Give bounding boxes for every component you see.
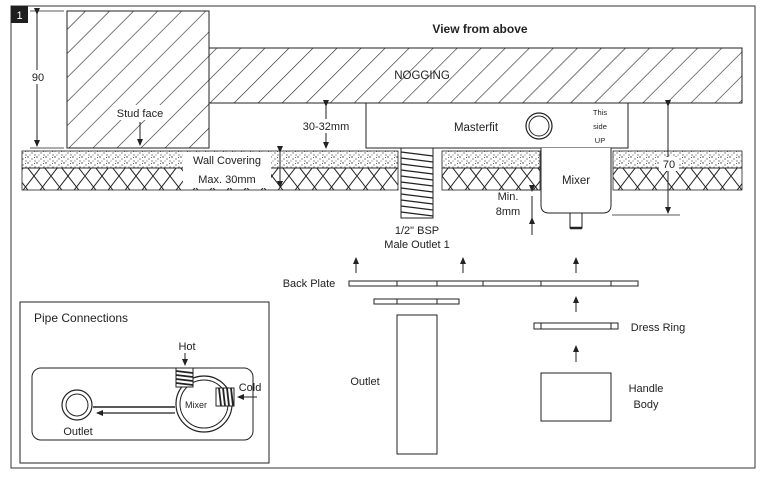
- cold-thread: [215, 387, 235, 407]
- side-label: side: [593, 122, 607, 131]
- figure-number: 1: [16, 10, 22, 22]
- masterfit-port-outer: [525, 112, 553, 140]
- nogging-block: [208, 47, 743, 104]
- body-label: Body: [633, 399, 659, 411]
- hot-label: Hot: [178, 341, 195, 353]
- wall-covering: [21, 150, 743, 191]
- figure-number-badge: 1: [11, 6, 28, 23]
- mixer-spindle: [569, 212, 583, 229]
- dim-90-label: 90: [32, 72, 44, 84]
- view-title: View from above: [432, 22, 527, 36]
- masterfit-port-inner: [528, 115, 550, 137]
- min-label: Min.: [498, 191, 519, 203]
- dress-ring: [533, 322, 619, 330]
- bsp-label: 1/2" BSP: [395, 225, 439, 237]
- handle-label: Handle: [629, 383, 664, 395]
- dim-70-label: 70: [663, 159, 675, 171]
- outlet-body: [396, 314, 438, 455]
- pc-mixer-label: Mixer: [185, 400, 207, 410]
- pipe-connections-title: Pipe Connections: [34, 311, 128, 325]
- back-plate-label: Back Plate: [283, 278, 336, 290]
- min-8mm-label: 8mm: [496, 206, 520, 218]
- pc-outlet-label: Outlet: [63, 426, 92, 438]
- threaded-outlet: [400, 147, 434, 219]
- mixer-label: Mixer: [562, 175, 590, 187]
- stud-label-bg: [113, 105, 167, 120]
- male-outlet-label: Male Outlet 1: [384, 239, 449, 251]
- outer-frame: [10, 5, 756, 469]
- hot-thread: [175, 367, 194, 388]
- stud-block: [66, 10, 210, 149]
- back-plate: [348, 280, 639, 287]
- cold-label: Cold: [239, 382, 262, 394]
- max-30mm-label: Max. 30mm: [198, 174, 255, 186]
- nogging-label: NOGGING: [394, 70, 450, 82]
- up-label: UP: [595, 136, 605, 145]
- outlet-plate: [373, 298, 460, 305]
- outlet-label: Outlet: [350, 376, 379, 388]
- stud-face-label: Stud face: [117, 108, 163, 120]
- masterfit-label: Masterfit: [454, 122, 499, 134]
- dress-ring-label: Dress Ring: [631, 322, 685, 334]
- dim-30-32-label: 30-32mm: [303, 121, 349, 133]
- masterfit-body: [365, 102, 629, 149]
- wall-covering-label: Wall Covering: [193, 155, 261, 167]
- handle-body: [540, 372, 612, 422]
- outlet-port-inner: [65, 393, 89, 417]
- this-label: This: [593, 108, 607, 117]
